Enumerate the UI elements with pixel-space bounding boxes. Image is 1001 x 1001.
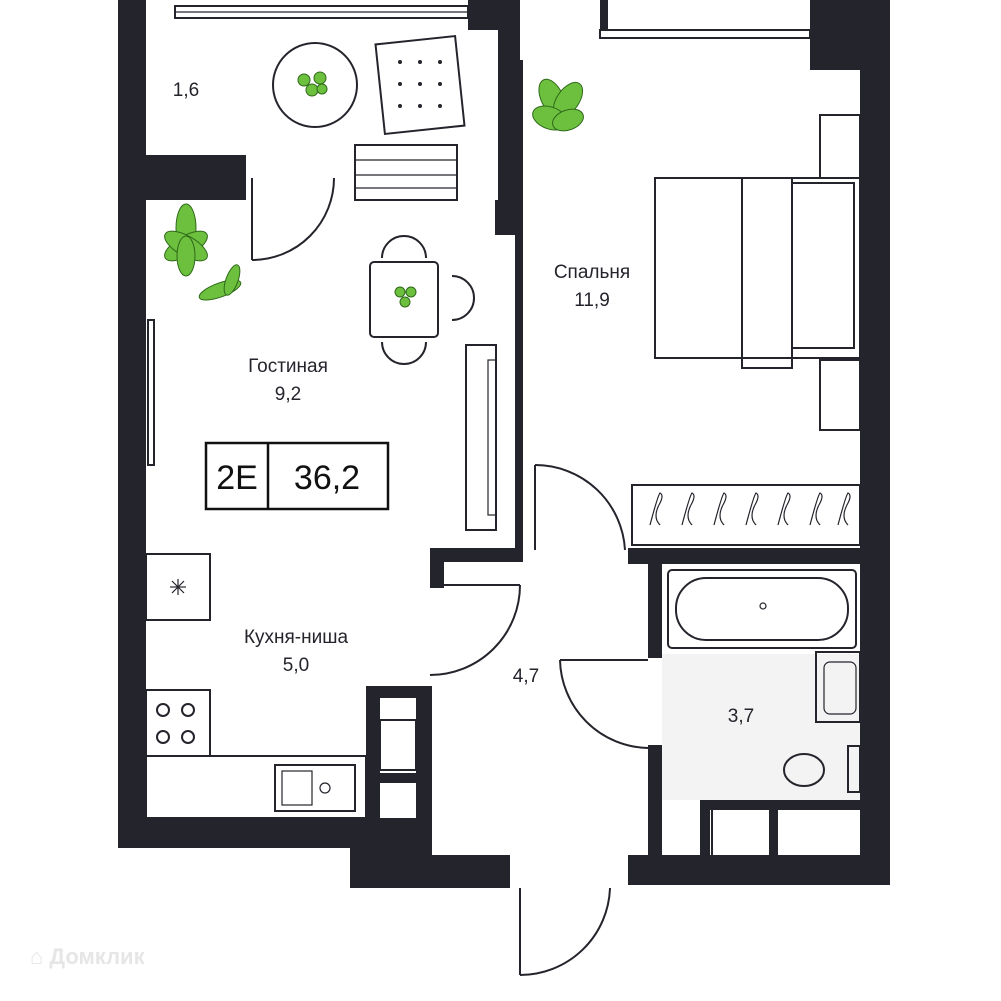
living-room-area: 9,2: [275, 384, 301, 405]
watermark: ⌂ Домклик: [30, 944, 145, 970]
bathroom-fixtures: [379, 569, 861, 857]
apartment-code: 2E: [216, 459, 258, 497]
balcony-furniture: [272, 34, 466, 136]
bedroom-name: Спальня: [554, 262, 630, 283]
windows: [147, 5, 811, 466]
balcony-area: 1,6: [173, 80, 199, 101]
bathroom-area: 3,7: [728, 706, 754, 727]
house-icon: ⌂: [30, 944, 44, 969]
kitchen-units: [145, 553, 367, 819]
plant-icon: [532, 78, 584, 132]
total-area: 36,2: [294, 459, 360, 497]
dining-set: [369, 235, 497, 531]
kitchen-area: 5,0: [283, 655, 309, 676]
hall-area: 4,7: [513, 666, 539, 687]
bedroom-area: 11,9: [574, 290, 610, 311]
bed: [654, 114, 861, 431]
living-room-name: Гостиная: [248, 356, 328, 377]
kitchen-name: Кухня-ниша: [244, 627, 349, 648]
plant-icon: [164, 203, 242, 301]
wardrobe: [631, 484, 861, 546]
watermark-text: Домклик: [49, 944, 145, 969]
apartment-badge: 2E 36,2: [204, 441, 390, 511]
plant-icon: [394, 286, 417, 308]
doors: [251, 177, 649, 976]
plant-icon: [297, 71, 328, 97]
walls: [118, 0, 890, 888]
